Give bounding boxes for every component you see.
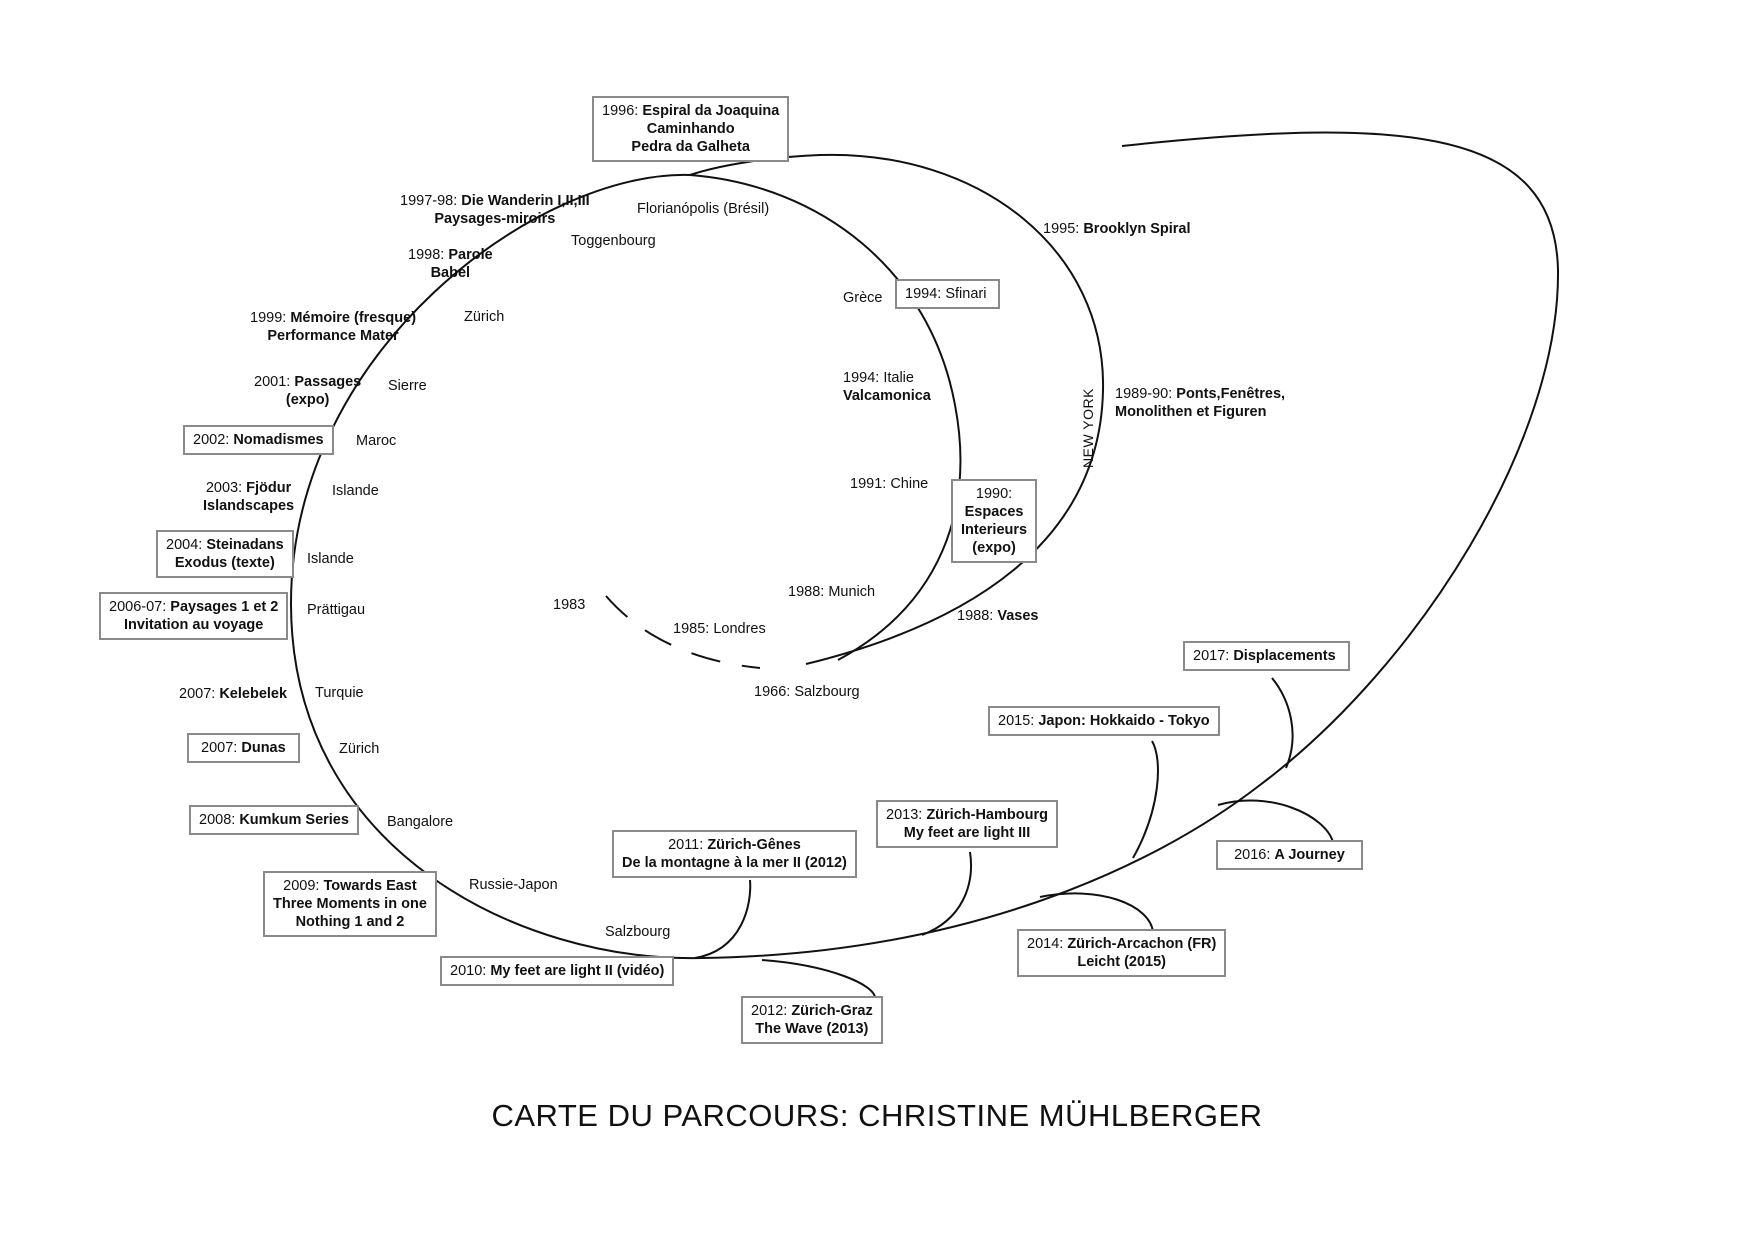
- place-turquie: Turquie: [315, 685, 364, 701]
- place-salzbourg-2010: Salzbourg: [605, 924, 671, 940]
- place-florianopolis: Florianópolis (Brésil): [637, 201, 770, 217]
- spiral-outer-arm: [699, 131, 1560, 959]
- place-maroc: Maroc: [356, 433, 397, 449]
- place-toggenbourg: Toggenbourg: [571, 233, 656, 249]
- place-londres: 1985: Londres: [673, 621, 766, 637]
- branch-2015: [1132, 740, 1159, 859]
- branch-2012: [761, 959, 876, 999]
- place-sierre: Sierre: [388, 378, 427, 394]
- work-2007-kelebelek: 2007: Kelebelek: [179, 686, 288, 702]
- work-1999: 1999: Mémoire (fresque) Performance Mate…: [250, 310, 417, 344]
- branch-2011: [694, 879, 752, 959]
- place-munich: 1988: Munich: [788, 584, 876, 600]
- work-1990: 1990: Espaces Interieurs (expo): [951, 479, 1038, 563]
- work-2016: 2016: A Journey: [1216, 840, 1363, 870]
- branch-2014: [1039, 892, 1154, 933]
- work-2017: 2017: Displacements: [1183, 641, 1350, 671]
- work-2011: 2011: Zürich-Gênes De la montagne à la m…: [612, 830, 857, 878]
- place-russie-japon: Russie-Japon: [469, 877, 558, 893]
- branch-2013: [921, 851, 972, 936]
- work-2003: 2003: Fjödur Islandscapes: [203, 480, 295, 514]
- work-2013: 2013: Zürich-Hambourg My feet are light …: [876, 800, 1058, 848]
- work-2014: 2014: Zürich-Arcachon (FR) Leicht (2015): [1017, 929, 1227, 977]
- work-1998: 1998: Parole Babel: [408, 247, 493, 281]
- work-1994-italie: 1994: Italie Valcamonica: [843, 370, 931, 404]
- work-1996: 1996: Espiral da Joaquina Caminhando Ped…: [592, 96, 790, 162]
- branch-2017: [1271, 677, 1294, 769]
- work-2010: 2010: My feet are light II (vidéo): [440, 956, 675, 986]
- work-1989-90: 1989-90: Ponts,Fenêtres, Monolithen et F…: [1115, 386, 1286, 420]
- work-2008: 2008: Kumkum Series: [189, 805, 359, 835]
- work-2001: 2001: Passages (expo): [254, 374, 362, 408]
- place-prattigau: Prättigau: [307, 602, 366, 618]
- place-zurich-2: Zürich: [339, 741, 380, 757]
- place-chine: 1991: Chine: [850, 476, 929, 492]
- place-salzbourg-1966: 1966: Salzbourg: [754, 684, 860, 700]
- work-1994-sfinari: 1994: Sfinari: [895, 279, 1001, 309]
- work-2012: 2012: Zürich-Graz The Wave (2013): [741, 996, 883, 1044]
- spiral-new-york-loop: [689, 153, 1105, 665]
- work-2007-dunas: 2007: Dunas: [187, 733, 300, 763]
- page-title: CARTE DU PARCOURS: CHRISTINE MÜHLBERGER: [491, 1098, 1263, 1133]
- spiral-inner-loop: [689, 174, 962, 661]
- work-2009: 2009: Towards East Three Moments in one …: [263, 871, 437, 937]
- work-2015: 2015: Japon: Hokkaido - Tokyo: [988, 706, 1220, 736]
- work-2002: 2002: Nomadismes: [183, 425, 334, 455]
- new-york-label: NEW YORK: [1079, 388, 1096, 468]
- place-islande-2: Islande: [307, 551, 354, 567]
- spiral-dashed-start: [605, 595, 761, 669]
- place-bangalore: Bangalore: [387, 814, 454, 830]
- work-2006-07: 2006-07: Paysages 1 et 2 Invitation au v…: [99, 592, 289, 640]
- spiral-main-left-arc: [289, 173, 701, 960]
- year-1983: 1983: [553, 597, 586, 613]
- place-grece: Grèce: [843, 290, 883, 306]
- place-islande-1: Islande: [332, 483, 379, 499]
- work-1995: 1995: Brooklyn Spiral: [1043, 221, 1191, 237]
- branch-2016: [1217, 799, 1334, 843]
- place-zurich-1: Zürich: [464, 309, 505, 325]
- work-1997-98: 1997-98: Die Wanderin I,II,III Paysages-…: [400, 193, 590, 227]
- work-2004: 2004: Steinadans Exodus (texte): [156, 530, 294, 578]
- work-1988-vases: 1988: Vases: [957, 608, 1039, 624]
